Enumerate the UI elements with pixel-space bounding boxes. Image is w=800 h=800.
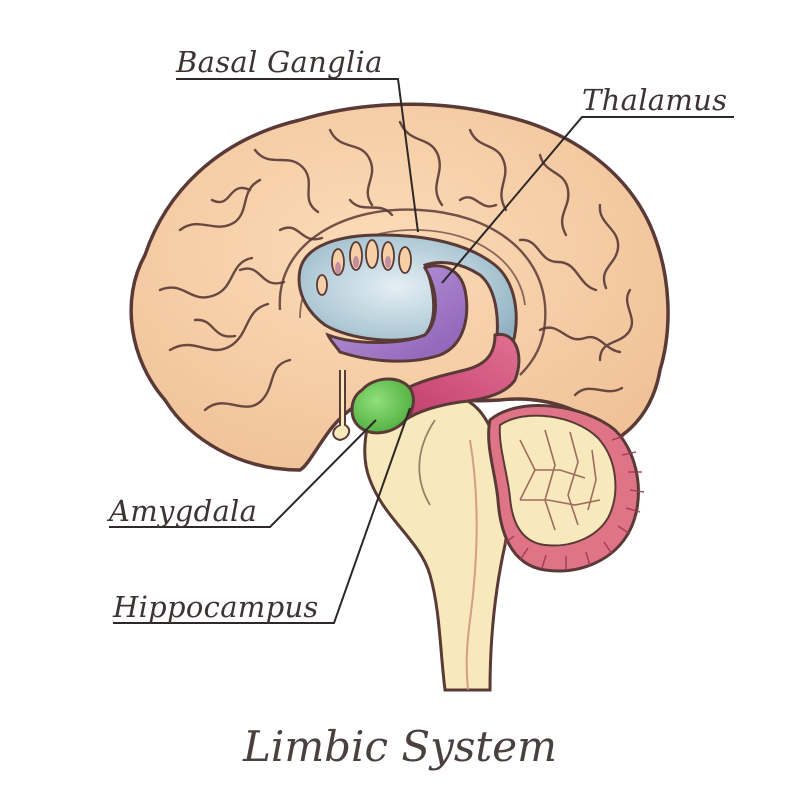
thalamus-leader: [441, 116, 734, 284]
diagram-title: Limbic System: [243, 722, 557, 771]
leader-lines: [109, 78, 734, 624]
basal-ganglia-label: Basal Ganglia: [176, 45, 383, 79]
hippocampus-label: Hippocampus: [113, 590, 319, 624]
thalamus-shape: [325, 264, 469, 363]
brainstem: [363, 393, 510, 692]
cerebellum: [487, 404, 645, 573]
pituitary-stalk: [332, 370, 351, 442]
amygdala-leader: [109, 419, 377, 528]
thalamus-label: Thalamus: [582, 83, 728, 117]
basal-ganglia-leader: [176, 78, 419, 233]
hippocampus-leader: [113, 407, 411, 624]
amygdala-label: Amygdala: [109, 494, 258, 528]
cortex-folds: [158, 120, 634, 412]
amygdala-shape: [350, 377, 415, 435]
cingulate-band: [278, 208, 547, 376]
basal-ganglia-shape: [297, 233, 518, 352]
